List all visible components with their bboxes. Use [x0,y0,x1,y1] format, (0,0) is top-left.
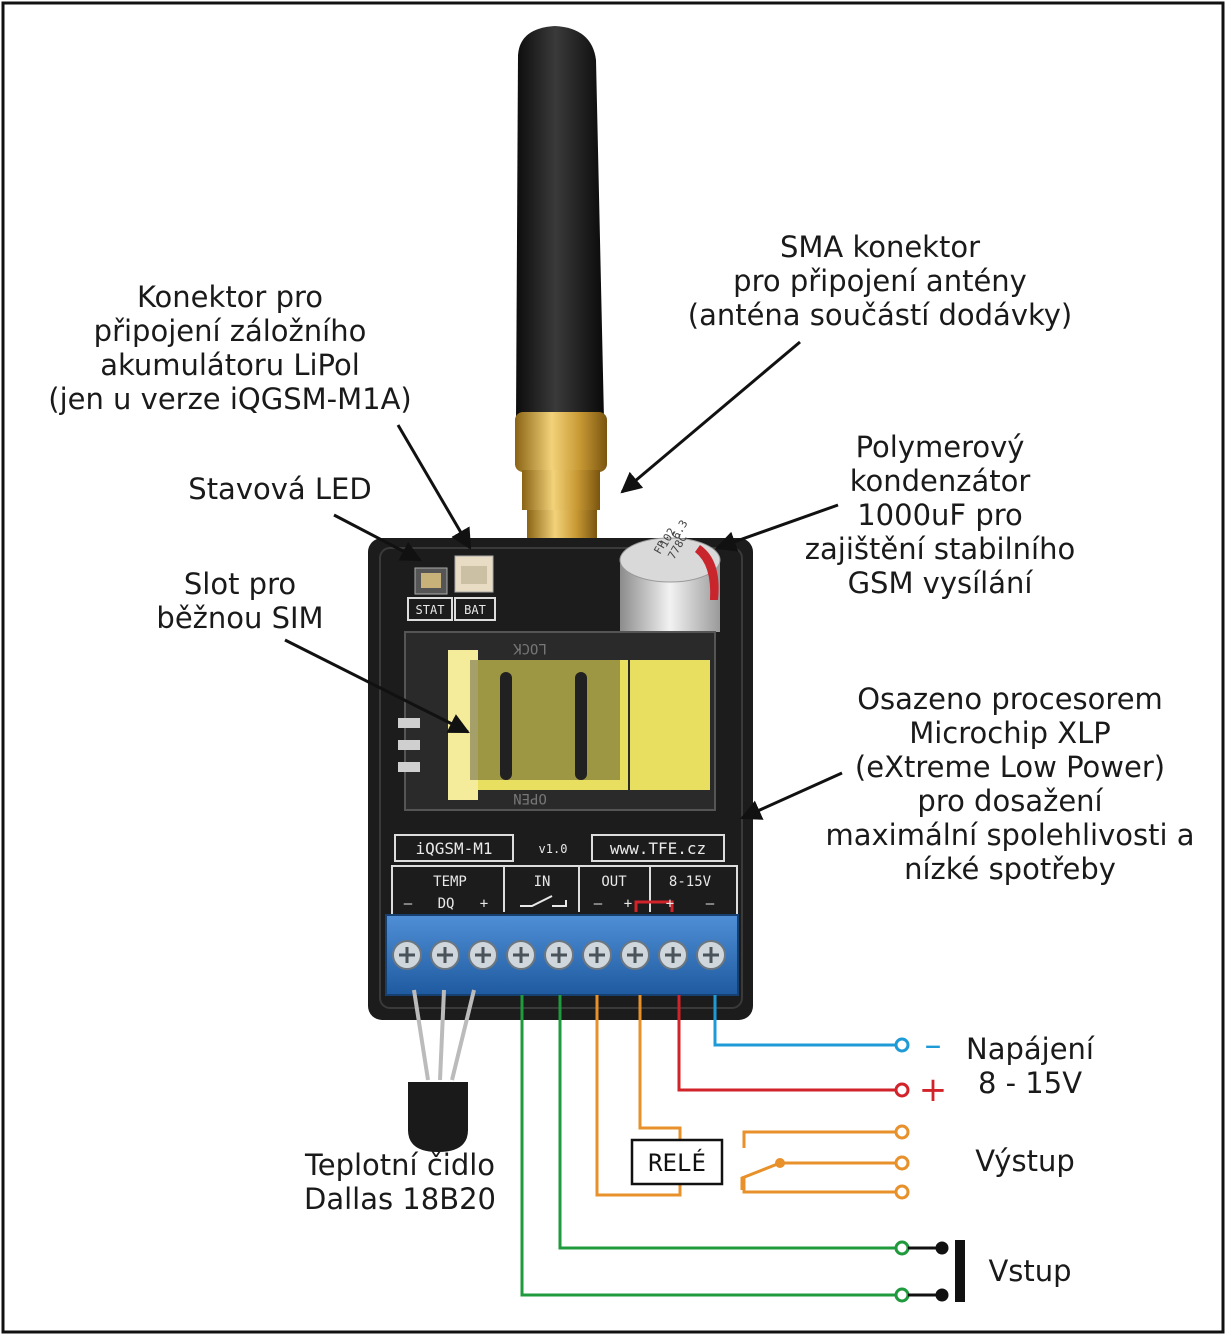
label-processor-line-6: nízké spotřeby [904,852,1116,886]
bat-silk-label: BAT [464,603,486,617]
wire-input-b [520,995,897,1297]
label-capacitor: Polymerový kondenzátor 1000uF pro zajišt… [760,430,1120,600]
wire-relay-coil-a [638,995,682,1140]
cap-marking-1: FP [651,538,669,556]
label-lipol-line-4: (jen u verze iQGSM-M1A) [48,382,412,416]
sim-lock-marking: LOCK [513,640,547,656]
power-plus-sign: + [919,1070,948,1110]
arrow-lipol [396,424,472,550]
label-power-line-1: Napájení [966,1032,1094,1066]
wire-power-minus [713,995,897,1047]
terminal-block [385,914,739,996]
pwr-pin-plus: + [666,896,674,912]
relay-box [630,1138,724,1186]
wiring [520,995,897,1297]
label-lipol-line-3: akumulátoru LiPol [100,348,360,382]
label-capacitor-line-3: 1000uF pro [857,498,1023,532]
label-capacitor-line-5: GSM vysílání [847,566,1033,600]
power-plus-terminal [894,1082,910,1098]
output-no-terminal [894,1184,910,1200]
website-box [591,834,725,862]
terminal-circles [894,1037,910,1303]
power-minus-terminal [894,1037,910,1053]
terminal-out-label: OUT [601,874,627,890]
label-processor-line-5: maximální spolehlivosti a [825,818,1195,852]
polymer-capacitor: FP 778C 102 6.3 [619,518,721,632]
model-box [394,834,514,862]
temp-pin-minus: – [404,896,413,912]
arrow-sma [620,340,801,494]
wire-relay-nc [742,1130,897,1148]
terminal-pwr-label: 8-15V [669,874,712,890]
wire-relay-coil-b [595,995,682,1197]
label-status-led: Stavová LED [188,472,372,506]
wire-power-plus [677,995,897,1092]
bat-connector-outline [454,597,496,621]
out-pin-plus: + [624,896,632,912]
temp-pin-dq: DQ [438,896,455,912]
label-capacitor-line-1: Polymerový [855,430,1025,464]
temp-pin-plus: + [480,896,488,912]
label-lipol-connector: Konektor pro připojení záložního akumulá… [12,280,448,416]
label-output: Výstup [975,1144,1075,1178]
stat-led-outline [407,597,453,621]
terminal-in-label: IN [534,874,551,890]
callout-arrows [284,340,843,820]
relay-label: RELÉ [648,1148,706,1177]
label-processor-line-1: Osazeno procesorem [857,682,1163,716]
power-minus-sign: – [925,1025,942,1065]
input-a-terminal [894,1240,910,1256]
board-website: www.TFE.cz [610,839,706,858]
label-power-line-2: 8 - 15V [977,1066,1083,1100]
label-sim-line-2: běžnou SIM [156,601,324,635]
label-sim-slot: Slot pro běžnou SIM [110,567,370,635]
board-version: v1.0 [539,842,568,856]
output-nc-terminal [894,1124,910,1140]
wire-input-a [558,995,897,1250]
label-sma-line-1: SMA konektor [779,230,981,264]
label-sim-line-1: Slot pro [183,567,297,601]
out-pin-minus: – [594,896,603,912]
arrow-led [333,513,422,562]
input-switch-symbol [520,895,567,907]
wire-relay-common [740,1161,897,1190]
output-common-terminal [894,1155,910,1171]
arrow-processor [740,771,843,820]
label-sensor-line-2: Dallas 18B20 [303,1182,496,1216]
pcb-board: STAT BAT FP 778C 102 6.3 LOCK [368,518,753,1020]
pwr-pin-minus: – [706,896,715,912]
label-capacitor-line-4: zajištění stabilního [804,532,1076,566]
label-sma-line-3: (anténa součástí dodávky) [687,298,1073,332]
label-temperature-sensor: Teplotní čidlo Dallas 18B20 [265,1148,535,1216]
label-capacitor-line-2: kondenzátor [849,464,1031,498]
terminal-temp-label: TEMP [433,874,467,890]
power-jumper-mark [634,900,674,912]
label-power: Napájení 8 - 15V [945,1032,1115,1100]
arrow-capacitor [715,503,839,552]
wire-relay-no [742,1176,897,1194]
label-input: Vstup [988,1254,1072,1288]
antenna [515,26,607,618]
relay-common-node [775,1158,785,1168]
temperature-sensor [408,989,476,1152]
label-processor-line-3: (eXtreme Low Power) [854,750,1166,784]
input-b-terminal [894,1287,910,1303]
label-lipol-line-1: Konektor pro [136,280,324,314]
label-sma-line-2: pro připojení antény [733,264,1027,298]
stat-silk-label: STAT [416,603,445,617]
sim-open-marking: OPEN [513,790,547,806]
label-processor-line-2: Microchip XLP [909,716,1111,750]
label-sensor-line-1: Teplotní čidlo [304,1148,496,1182]
input-button-symbol [908,1240,965,1302]
arrow-sim [284,638,470,734]
label-processor-line-4: pro dosažení [917,784,1103,818]
label-lipol-line-2: připojení záložního [93,314,367,348]
label-sma-connector: SMA konektor pro připojení antény (antén… [670,230,1090,332]
label-processor: Osazeno procesorem Microchip XLP (eXtrem… [800,682,1220,886]
board-model: iQGSM-M1 [415,839,492,858]
